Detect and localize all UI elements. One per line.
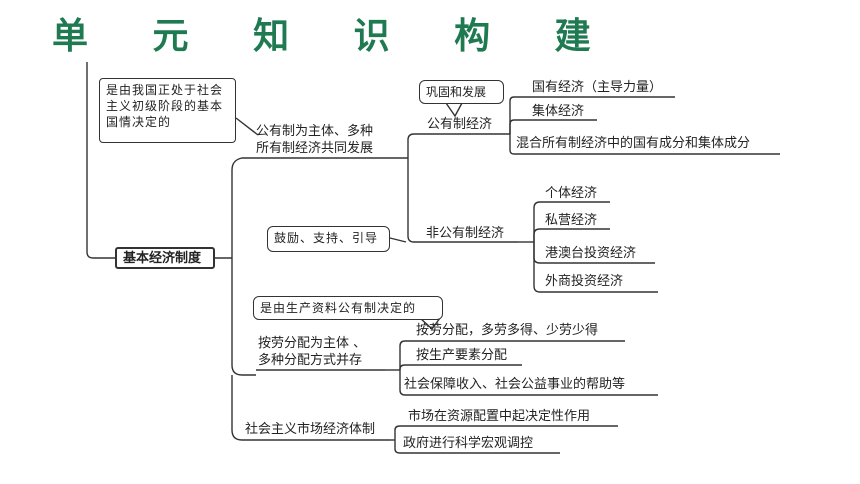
ownership-label-line1: 公有制为主体、多种 (256, 124, 374, 139)
distribution-label-line2: 多种分配方式并存 (258, 353, 363, 368)
distribution-item-3: 社会保障收入、社会公益事业的帮助等 (404, 377, 626, 392)
nonpublic-economy-label: 非公有制经济 (426, 226, 505, 241)
note-encourage: 鼓励、支持、引导 (267, 226, 390, 252)
public-item-2: 集体经济 (532, 104, 585, 119)
public-economy-label: 公有制经济 (427, 117, 493, 132)
public-item-3: 混合所有制经济中的国有成分和集体成分 (516, 136, 751, 151)
nonpublic-item-3: 港澳台投资经济 (545, 246, 637, 261)
market-item-2: 政府进行科学宏观调控 (403, 436, 534, 451)
page-title: 单 元 知 识 构 建 (52, 15, 617, 57)
distribution-label-line1: 按劳分配为主体 、 (258, 336, 367, 351)
ownership-label-line2: 所有制经济共同发展 (256, 141, 374, 156)
distribution-item-1: 按劳分配，多劳多得、少劳少得 (416, 323, 599, 338)
nonpublic-item-2: 私营经济 (545, 213, 598, 228)
market-item-1: 市场在资源配置中起决定性作用 (408, 409, 591, 424)
market-label: 社会主义市场经济体制 (245, 422, 376, 437)
nonpublic-item-4: 外商投资经济 (545, 274, 624, 289)
note-national-condition: 是由我国正处于社会主义初级阶段的基本国情决定的 (99, 78, 236, 143)
public-item-1: 国有经济（主导力量） (532, 80, 663, 95)
root-node: 基本经济制度 (115, 247, 215, 269)
note-ownership-decided: 是由生产资料公有制决定的 (253, 296, 443, 320)
note-consolidate: 巩固和发展 (419, 80, 504, 104)
nonpublic-item-1: 个体经济 (545, 186, 598, 201)
distribution-item-2: 按生产要素分配 (416, 348, 508, 363)
